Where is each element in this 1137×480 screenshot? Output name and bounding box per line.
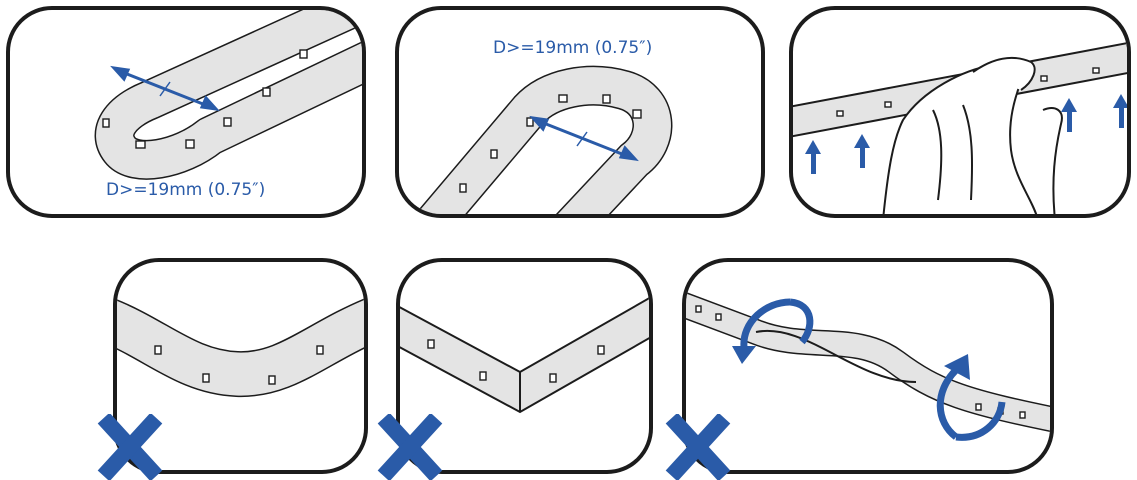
- wrong-x-icon: [97, 414, 163, 480]
- panel-curve-inner: D>=19mm (0.75″): [6, 6, 366, 218]
- panel-wrong-twist: [682, 258, 1054, 474]
- strip-loop-illustration: [94, 10, 362, 180]
- panel-curve-outer: D>=19mm (0.75″): [395, 6, 765, 218]
- rotate-arrow-icon: [740, 298, 1006, 441]
- strip-loop-illustration: [414, 65, 673, 214]
- press-strip-illustration: [793, 42, 1127, 214]
- up-arrow-icon: [805, 94, 1127, 174]
- wrong-x-icon: [377, 414, 443, 480]
- strip-twist-illustration: [686, 291, 1050, 441]
- strip-sharp-bend-illustration: [400, 297, 649, 414]
- hand-icon: [882, 56, 1063, 214]
- wrong-x-icon: [665, 414, 731, 480]
- double-arrow-icon: [110, 65, 220, 112]
- panel-press-strip: [789, 6, 1131, 218]
- panel-wrong-flat-curve: [113, 258, 368, 474]
- min-bend-diameter-label: D>=19mm (0.75″): [493, 38, 653, 58]
- strip-flat-curve-illustration: [117, 298, 364, 398]
- panel-wrong-sharp-bend: [396, 258, 653, 474]
- double-arrow-icon: [529, 115, 639, 162]
- min-bend-diameter-label: D>=19mm (0.75″): [106, 180, 266, 200]
